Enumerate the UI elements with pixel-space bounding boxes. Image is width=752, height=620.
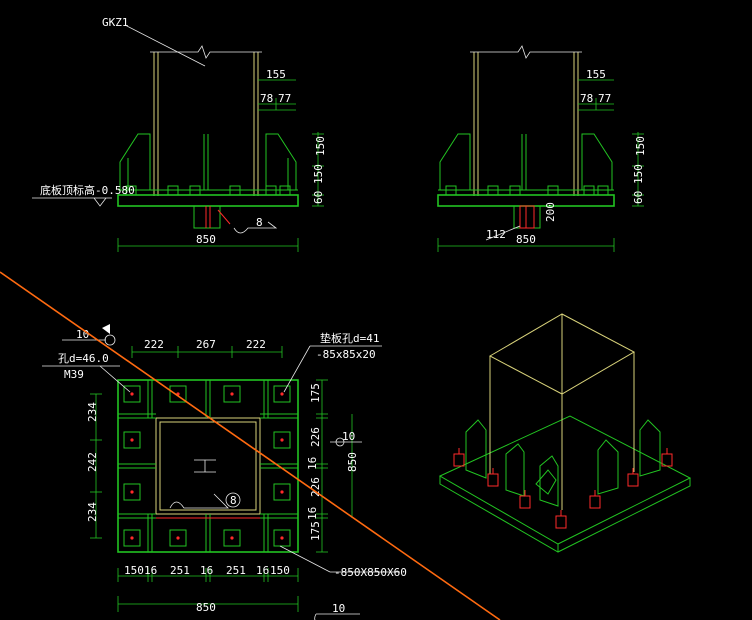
washer-size: -85x85x20 [316, 348, 376, 361]
dim-bot-251a: 251 [170, 564, 190, 577]
elevation-view-1: GKZ1 155 78 77 150 150 60 底板顶标高-0.580 8 … [32, 16, 327, 252]
dim-top-222b: 222 [246, 338, 266, 351]
dim-78: 78 [260, 92, 273, 105]
bolt-note: M39 [64, 368, 84, 381]
dim-left-234b: 234 [86, 502, 99, 522]
weld-size-10c: 10 [332, 602, 345, 615]
dim-150-b: 150 [312, 164, 325, 184]
section-cut-line [0, 271, 501, 620]
dim-left-234a: 234 [86, 402, 99, 422]
elevation-note: 底板顶标高-0.580 [40, 183, 135, 197]
dim-200: 200 [544, 202, 557, 222]
dim-bot-16a: 16 [144, 564, 157, 577]
hole-note: 孔d=46.0 [58, 352, 109, 365]
dim-left-242: 242 [86, 452, 99, 472]
dim-right-16a: 16 [306, 457, 319, 470]
dim-155: 155 [586, 68, 606, 81]
dim-right-226b: 226 [309, 477, 322, 497]
dim-right-175a: 175 [309, 383, 322, 403]
dim-150-b: 150 [632, 164, 645, 184]
dim-150-a: 150 [634, 136, 647, 156]
dim-right-850: 850 [346, 452, 359, 472]
dim-bot-150a: 150 [124, 564, 144, 577]
dim-850: 850 [196, 233, 216, 246]
dim-150-a: 150 [314, 136, 327, 156]
dim-right-175b: 175 [309, 521, 322, 541]
dim-right-16b: 16 [306, 507, 319, 520]
weld-callout-8: 8 [256, 216, 263, 229]
dim-850: 850 [516, 233, 536, 246]
dim-77: 77 [598, 92, 611, 105]
isometric-view [438, 313, 692, 553]
anchor-bolts [123, 385, 291, 547]
dim-850: 850 [196, 601, 216, 614]
dim-60: 60 [312, 191, 325, 204]
dim-top-222a: 222 [144, 338, 164, 351]
column-label: GKZ1 [102, 16, 129, 29]
weld-callout-8: 8 [230, 494, 237, 507]
dim-bot-251b: 251 [226, 564, 246, 577]
dim-77: 77 [278, 92, 291, 105]
dim-bot-16b: 16 [200, 564, 213, 577]
elevation-view-2: 200 112 155 78 77 150 150 60 850 [437, 45, 647, 252]
label-112: 112 [486, 228, 506, 241]
dim-155: 155 [266, 68, 286, 81]
dim-right-226a: 226 [309, 427, 322, 447]
dim-60: 60 [632, 191, 645, 204]
weld-size-10b: 10 [342, 430, 355, 443]
plan-view: 8 10 孔d=46.0 M39 垫板孔d=41 -85x85x20 222 2… [42, 324, 407, 620]
dim-78: 78 [580, 92, 593, 105]
dim-top-267: 267 [196, 338, 216, 351]
dim-bot-16c: 16 [256, 564, 269, 577]
iso-anchor-bolts [453, 448, 673, 529]
washer-note: 垫板孔d=41 [320, 331, 380, 345]
dim-bot-150b: 150 [270, 564, 290, 577]
plate-note: -850X850X60 [334, 566, 407, 579]
